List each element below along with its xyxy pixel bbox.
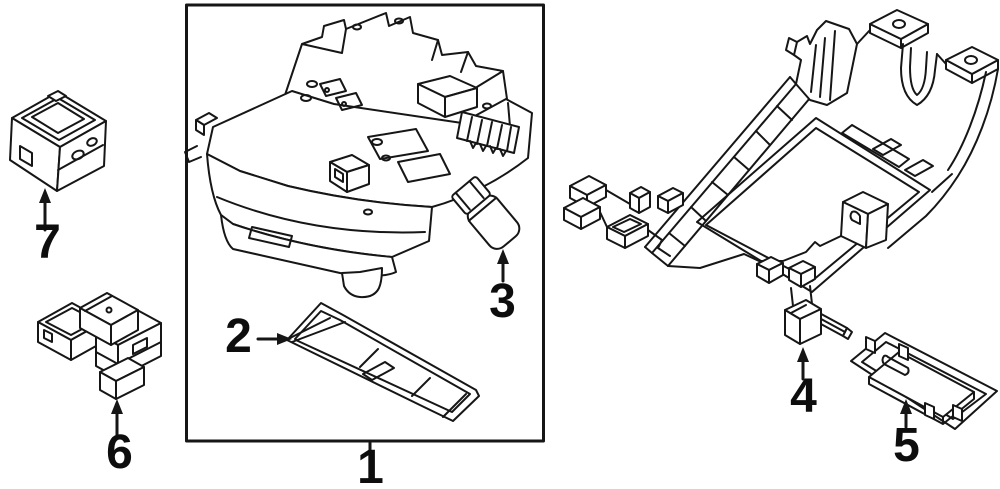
callout-3-arrow bbox=[497, 249, 509, 283]
callout-6-arrow bbox=[111, 399, 123, 437]
callout-7-arrow bbox=[39, 188, 51, 232]
callout-6-label[interactable]: 6 bbox=[106, 426, 133, 479]
part-4-clip-drawing[interactable] bbox=[784, 285, 853, 345]
part-3-bulb-drawing[interactable] bbox=[450, 175, 524, 253]
part-7-switch-drawing[interactable] bbox=[9, 90, 107, 192]
detail-box bbox=[185, 3, 545, 443]
callout-3-label[interactable]: 3 bbox=[489, 275, 516, 328]
callout-2-arrow bbox=[256, 333, 292, 345]
part-2-finisher-lens-drawing[interactable] bbox=[286, 302, 480, 422]
part-6-switch-assembly-drawing[interactable] bbox=[37, 292, 162, 400]
callout-7-label[interactable]: 7 bbox=[34, 216, 61, 269]
roof-console-bracket-drawing[interactable] bbox=[563, 9, 999, 345]
part-1-console-assembly-drawing[interactable] bbox=[184, 12, 533, 299]
callout-5-label[interactable]: 5 bbox=[893, 419, 920, 472]
callout-1-label[interactable]: 1 bbox=[357, 441, 384, 489]
callout-4-label[interactable]: 4 bbox=[790, 370, 817, 423]
part-5-lamp-lens-drawing[interactable] bbox=[850, 332, 998, 430]
callout-2-label[interactable]: 2 bbox=[225, 310, 252, 363]
callout-5-arrow bbox=[900, 399, 912, 429]
callout-4-arrow bbox=[797, 347, 809, 381]
